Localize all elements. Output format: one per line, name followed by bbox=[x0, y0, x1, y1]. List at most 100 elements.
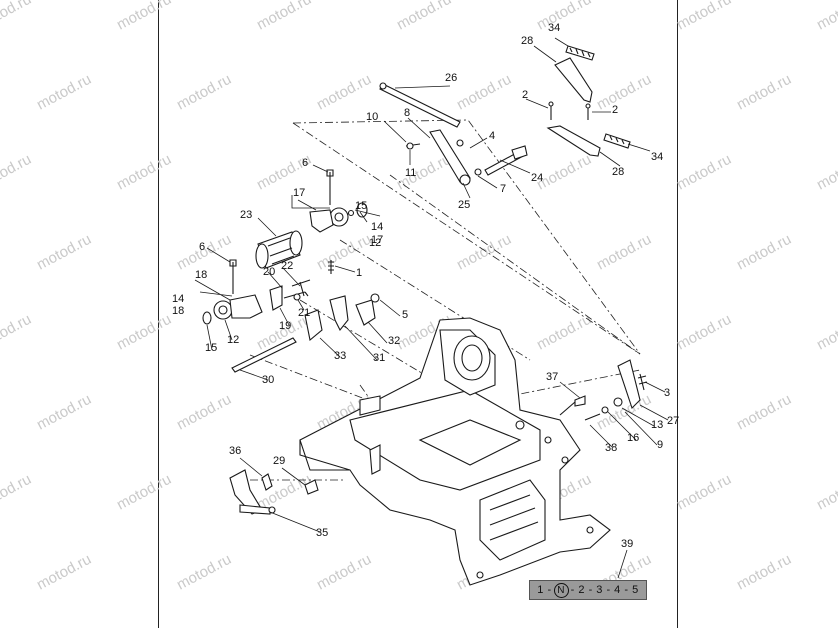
watermark-text: motod.ru bbox=[34, 551, 94, 594]
callout-32: 32 bbox=[388, 335, 400, 347]
callout-17: 17 bbox=[293, 187, 305, 199]
watermark-text: motod.ru bbox=[114, 311, 174, 354]
callout-28: 28 bbox=[521, 35, 533, 47]
watermark-text: motod.ru bbox=[174, 551, 234, 594]
callout-10: 10 bbox=[366, 111, 378, 123]
watermark-text: motod.ru bbox=[674, 0, 734, 34]
watermark-text: motod.ru bbox=[734, 391, 794, 434]
callout-2: 2 bbox=[522, 89, 528, 101]
callout-3: 3 bbox=[664, 387, 670, 399]
callout-30: 30 bbox=[262, 374, 274, 386]
callout-27: 27 bbox=[667, 415, 679, 427]
watermark-text: motod.ru bbox=[314, 551, 374, 594]
callout-9: 9 bbox=[657, 439, 663, 451]
callout-5: 5 bbox=[402, 309, 408, 321]
watermark-text: motod.ru bbox=[454, 71, 514, 114]
callout-layer: 1223456678910111212131414151516171718181… bbox=[172, 22, 679, 550]
watermark-text: motod.ru bbox=[0, 311, 34, 354]
callout-38: 38 bbox=[605, 442, 617, 454]
callout-13: 13 bbox=[651, 419, 663, 431]
callout-22: 22 bbox=[281, 260, 293, 272]
watermark-text: motod.ru bbox=[534, 311, 594, 354]
callout-2: 2 bbox=[612, 104, 618, 116]
watermark-text: motod.ru bbox=[734, 71, 794, 114]
callout-6: 6 bbox=[302, 157, 308, 169]
watermark-text: motod.ru bbox=[254, 0, 314, 34]
gear-1-label: 1 bbox=[537, 584, 544, 596]
neutral-symbol: N bbox=[553, 582, 569, 598]
callout-6: 6 bbox=[199, 241, 205, 253]
callout-21: 21 bbox=[298, 307, 310, 319]
callout-25: 25 bbox=[458, 199, 470, 211]
watermark-text: motod.ru bbox=[0, 151, 34, 194]
watermark-text: motod.ru bbox=[0, 0, 34, 34]
callout-35: 35 bbox=[316, 527, 328, 539]
callout-4: 4 bbox=[489, 130, 495, 142]
separator: - bbox=[570, 584, 575, 596]
callout-1: 1 bbox=[356, 267, 362, 279]
callout-34: 34 bbox=[651, 151, 663, 163]
callout-24: 24 bbox=[531, 172, 543, 184]
selector-lever-assembly bbox=[229, 469, 319, 515]
leader-lines bbox=[194, 37, 669, 579]
watermark-text: motod.ru bbox=[34, 71, 94, 114]
diagram-frame bbox=[158, 0, 678, 628]
watermark-text: motod.ru bbox=[674, 311, 734, 354]
callout-37: 37 bbox=[546, 371, 558, 383]
shift-pattern-badge: 1 - N - 2 - 3 - 4 - 5 bbox=[529, 580, 647, 600]
separator: - bbox=[547, 584, 552, 596]
watermark-text: motod.ru bbox=[114, 471, 174, 514]
callout-26: 26 bbox=[445, 72, 457, 84]
transmission-housing bbox=[299, 317, 611, 586]
callout-8: 8 bbox=[404, 107, 410, 119]
watermark-text: motod.ru bbox=[394, 0, 454, 34]
callout-14: 14 bbox=[172, 293, 184, 305]
watermark-text: motod.ru bbox=[814, 151, 838, 194]
callout-29: 29 bbox=[273, 455, 285, 467]
watermark-text: motod.ru bbox=[174, 391, 234, 434]
shift-linkage bbox=[379, 45, 648, 421]
watermark-text: motod.ru bbox=[674, 151, 734, 194]
watermark-text: motod.ru bbox=[674, 471, 734, 514]
watermark-text: motod.ru bbox=[34, 391, 94, 434]
watermark-text: motod.ru bbox=[594, 71, 654, 114]
callout-23: 23 bbox=[240, 209, 252, 221]
callout-12: 12 bbox=[369, 237, 381, 249]
watermark-text: motod.ru bbox=[314, 231, 374, 274]
callout-20: 20 bbox=[263, 266, 275, 278]
shift-rod bbox=[231, 337, 297, 373]
callout-11: 11 bbox=[405, 167, 416, 179]
watermark-text: motod.ru bbox=[34, 231, 94, 274]
callout-39: 39 bbox=[621, 538, 633, 550]
callout-14: 14 bbox=[371, 221, 383, 233]
watermark-text: motod.ru bbox=[734, 231, 794, 274]
callout-17: 17 bbox=[371, 234, 383, 246]
callout-7: 7 bbox=[500, 183, 506, 195]
watermark-text: motod.ru bbox=[534, 0, 594, 34]
shift-drum-assembly bbox=[202, 169, 380, 342]
watermark-text: motod.ru bbox=[454, 231, 514, 274]
callout-19: 19 bbox=[279, 320, 291, 332]
gears-2-5-label: 2 - 3 - 4 - 5 bbox=[578, 584, 639, 596]
callout-33: 33 bbox=[334, 350, 346, 362]
watermark-text: motod.ru bbox=[0, 471, 34, 514]
callout-15: 15 bbox=[205, 342, 217, 354]
watermark-text: motod.ru bbox=[114, 151, 174, 194]
watermark-text: motod.ru bbox=[734, 551, 794, 594]
watermark-text: motod.ru bbox=[174, 71, 234, 114]
watermark-text: motod.ru bbox=[114, 0, 174, 34]
callout-31: 31 bbox=[373, 352, 385, 364]
watermark-text: motod.ru bbox=[814, 471, 838, 514]
callout-28: 28 bbox=[612, 166, 624, 178]
callout-15: 15 bbox=[355, 200, 367, 212]
callout-12: 12 bbox=[227, 334, 239, 346]
callout-34: 34 bbox=[548, 22, 560, 34]
callout-36: 36 bbox=[229, 445, 241, 457]
callout-18: 18 bbox=[172, 305, 184, 317]
callout-16: 16 bbox=[627, 432, 639, 444]
watermark-text: motod.ru bbox=[314, 71, 374, 114]
watermark-text: motod.ru bbox=[814, 311, 838, 354]
callout-18: 18 bbox=[195, 269, 207, 281]
